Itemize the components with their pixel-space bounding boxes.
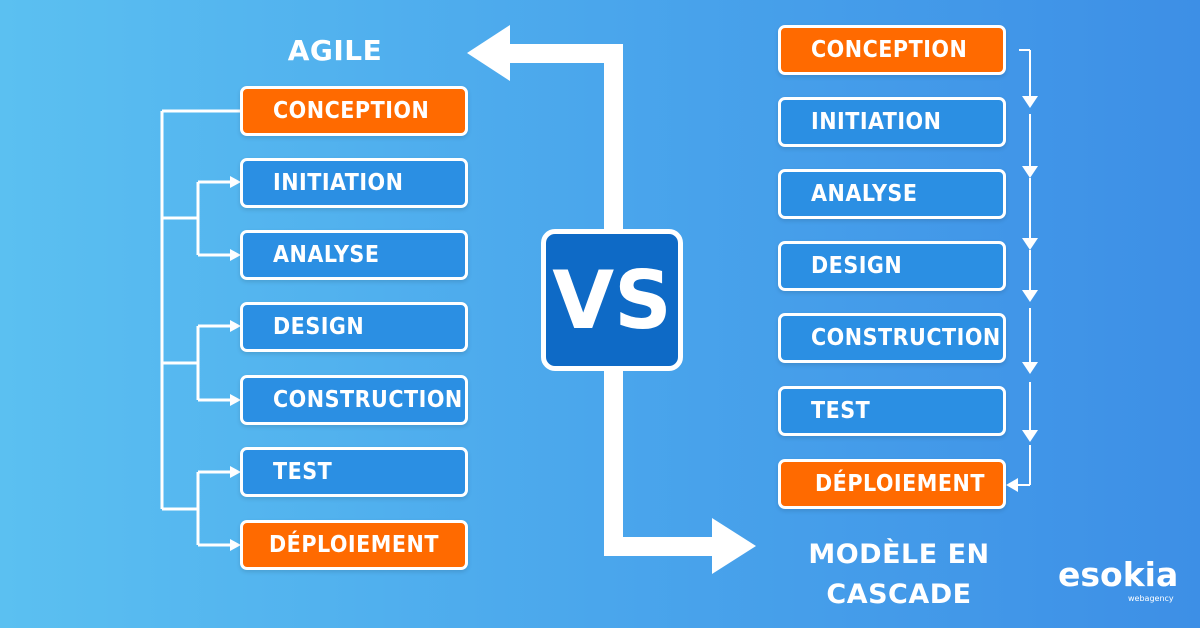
agile-step-construction: CONSTRUCTION [240, 375, 468, 425]
cascade-step-design: DESIGN [778, 241, 1006, 291]
agile-step-conception: CONCEPTION [240, 86, 468, 136]
central-arrow [467, 25, 756, 574]
esokia-logo: esokia [1058, 555, 1179, 594]
cascade-title-line1: MODÈLE EN [808, 539, 990, 570]
cascade-step-construction: CONSTRUCTION [778, 313, 1006, 363]
cascade-step-conception: CONCEPTION [778, 25, 1006, 75]
cascade-connectors [1016, 49, 1031, 486]
cascade-arrowheads [1006, 96, 1038, 492]
agile-arrowheads [230, 176, 241, 551]
cascade-step-test: TEST [778, 386, 1006, 436]
agile-step-initiation: INITIATION [240, 158, 468, 208]
esokia-logo-tagline: webagency [1128, 594, 1174, 603]
cascade-step-initiation: INITIATION [778, 97, 1006, 147]
cascade-step-deploiement: DÉPLOIEMENT [778, 459, 1006, 509]
agile-title: AGILE [287, 34, 383, 67]
agile-step-test: TEST [240, 447, 468, 497]
agile-step-analyse: ANALYSE [240, 230, 468, 280]
cascade-step-analyse: ANALYSE [778, 169, 1006, 219]
agile-step-design: DESIGN [240, 302, 468, 352]
agile-bracket [160, 109, 240, 547]
cascade-title-line2: CASCADE [826, 579, 972, 610]
vs-badge: VS [541, 229, 683, 371]
agile-step-deploiement: DÉPLOIEMENT [240, 520, 468, 570]
